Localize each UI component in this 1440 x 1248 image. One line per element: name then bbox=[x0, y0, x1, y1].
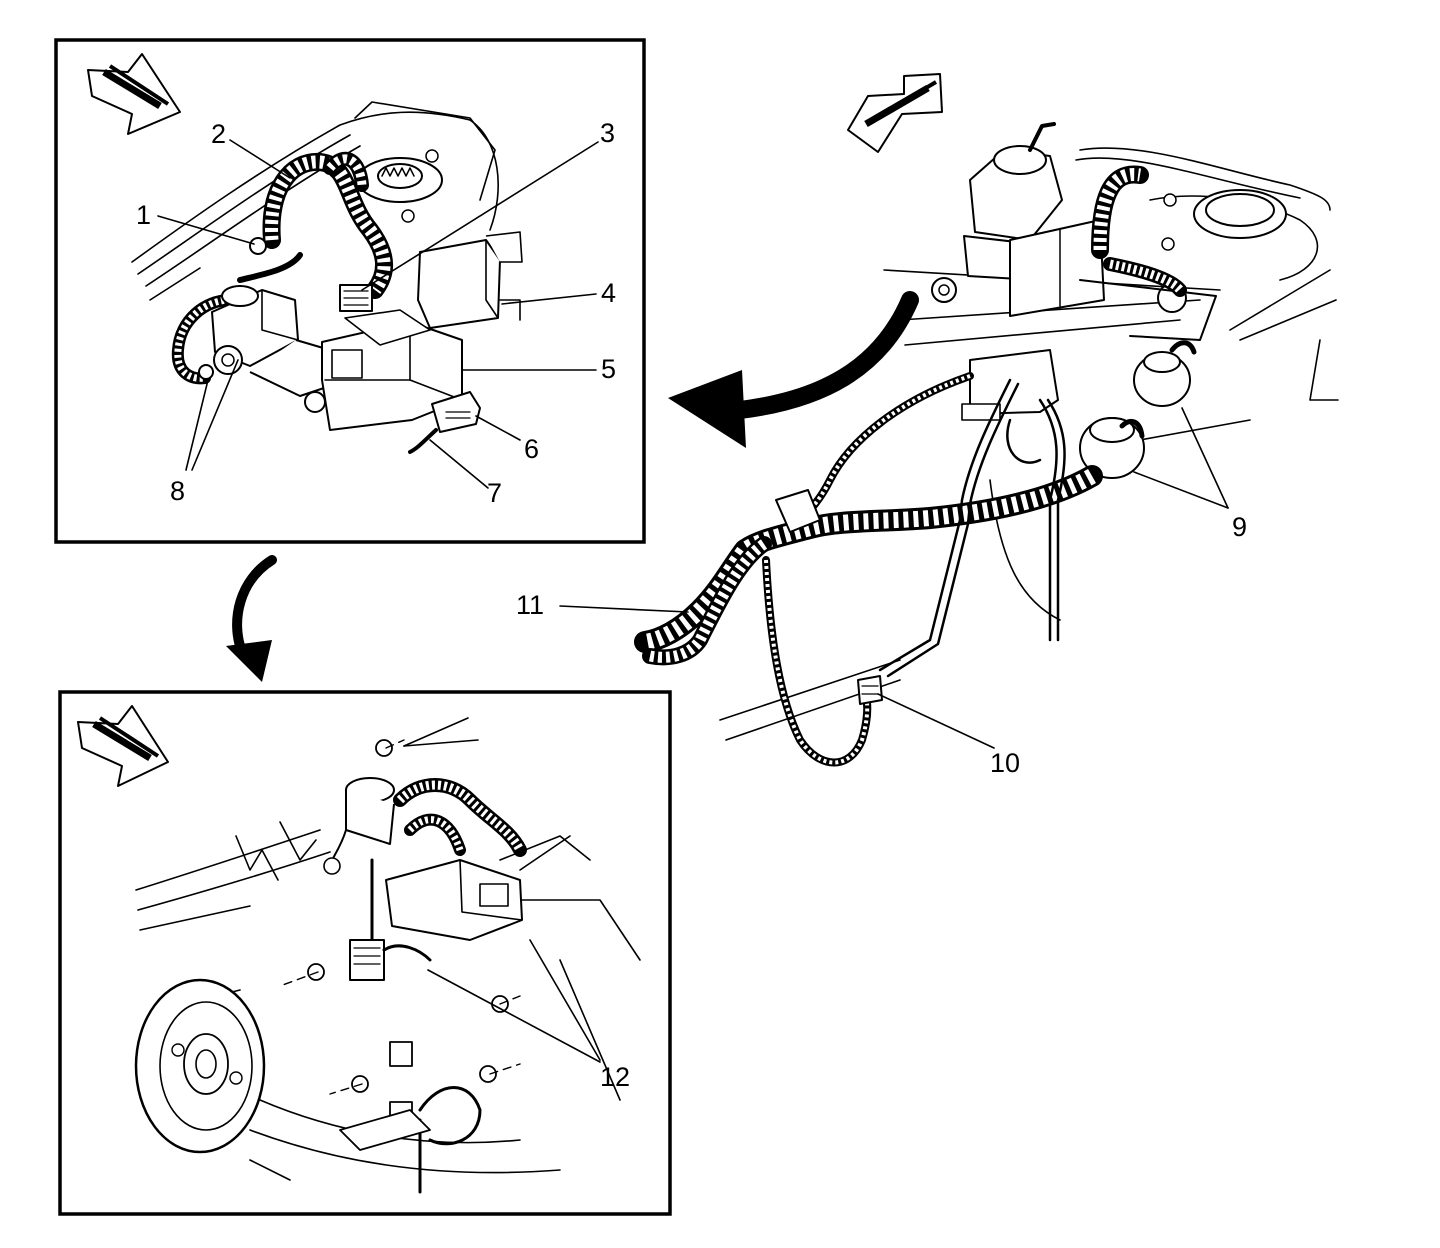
view-direction-arrow-icon bbox=[847, 73, 943, 153]
harness-conduit-icon bbox=[171, 151, 394, 385]
callout-1: 1 bbox=[136, 200, 151, 230]
strut-tower bbox=[1161, 189, 1287, 251]
module-bracket bbox=[417, 231, 523, 329]
brake-reservoir bbox=[931, 122, 1063, 303]
abs-modulator-assembly bbox=[323, 777, 527, 981]
callout-8: 8 bbox=[170, 476, 185, 506]
callout-4: 4 bbox=[601, 278, 616, 308]
main-view: 9 10 11 bbox=[516, 73, 1339, 778]
callout-7: 7 bbox=[487, 478, 502, 508]
connector-3 bbox=[339, 284, 373, 312]
callout-11: 11 bbox=[516, 590, 544, 620]
callout-5: 5 bbox=[601, 354, 616, 384]
callout-6: 6 bbox=[524, 434, 539, 464]
brake-booster bbox=[134, 978, 266, 1154]
callout-9: 9 bbox=[1232, 512, 1247, 542]
connector-10 bbox=[857, 675, 883, 705]
fastener-1 bbox=[249, 237, 267, 255]
grommet bbox=[1133, 340, 1197, 407]
inset-bottom-left: 12 bbox=[58, 690, 672, 1216]
harness-conduit-icon bbox=[634, 372, 1103, 767]
fasteners bbox=[307, 739, 509, 1194]
module-bracket bbox=[961, 219, 1217, 421]
callout-12: 12 bbox=[600, 1062, 630, 1092]
view-direction-arrow-icon bbox=[87, 53, 181, 135]
fastener-8 bbox=[198, 364, 214, 380]
rotation-arrow-icon bbox=[668, 291, 919, 448]
callout-2: 2 bbox=[211, 119, 226, 149]
harness-conduit-icon bbox=[1091, 165, 1187, 297]
view-direction-arrow-icon bbox=[77, 705, 169, 787]
grommet bbox=[1079, 417, 1145, 479]
inset-top-left: 2 1 3 4 5 6 7 8 bbox=[54, 38, 646, 544]
callout-3: 3 bbox=[600, 118, 615, 148]
connector-6 bbox=[408, 391, 481, 454]
callout-10: 10 bbox=[990, 748, 1020, 778]
rotation-arrow-icon bbox=[226, 555, 277, 682]
